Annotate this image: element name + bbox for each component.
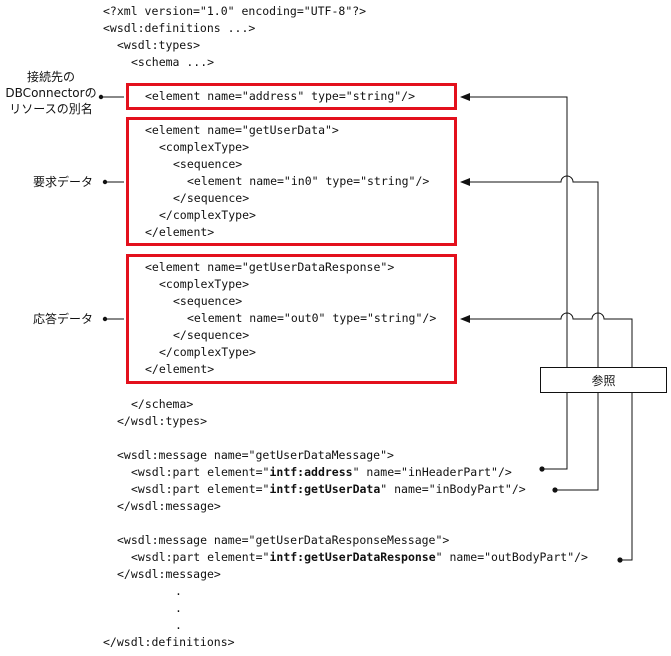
- out0-element-line: <element name="out0" type="string"/>: [187, 311, 437, 325]
- address-alias-dot: [98, 94, 104, 100]
- complextype-close-1: </complexType>: [159, 208, 256, 222]
- getuserdata-element-open: <element name="getUserData">: [145, 123, 339, 137]
- in0-element-line: <element name="in0" type="string"/>: [187, 174, 430, 188]
- response-data-dot: [102, 316, 108, 322]
- address-ref-line: [460, 93, 568, 470]
- address-element-box: [126, 83, 457, 110]
- response-data-box: [126, 254, 457, 384]
- part2-prefix: <wsdl:part element=": [131, 482, 270, 496]
- part1-suffix: " name="inHeaderPart"/>: [352, 465, 512, 479]
- message2-open-tag: <wsdl:message name="getUserDataResponseM…: [117, 533, 450, 547]
- schema-open-tag: <schema ...>: [131, 55, 215, 69]
- getuserdataresponse-ref-line: [460, 312, 633, 561]
- complextype-close-2: </complexType>: [159, 345, 256, 359]
- message1-close-tag: </wsdl:message>: [117, 499, 221, 513]
- reference-box: 参照: [540, 367, 667, 393]
- ellipsis-dot-3: .: [175, 618, 182, 632]
- definitions-close-tag: </wsdl:definitions>: [103, 635, 235, 649]
- ellipsis-dot-2: .: [175, 601, 182, 615]
- sequence-close-2: </sequence>: [173, 328, 250, 342]
- getuserdataresponse-element-open: <element name="getUserDataResponse">: [145, 260, 395, 274]
- part3-line: <wsdl:part element="intf:getUserDataResp…: [131, 549, 588, 566]
- address-element-line: <element name="address" type="string"/>: [145, 89, 416, 103]
- sequence-open-2: <sequence>: [173, 294, 243, 308]
- part1-line: <wsdl:part element="intf:address" name="…: [131, 464, 512, 481]
- part2-suffix: " name="inBodyPart"/>: [380, 482, 526, 496]
- element-close-1: </element>: [145, 225, 215, 239]
- part2-ref-dot: [552, 487, 558, 493]
- request-data-dot: [102, 179, 108, 185]
- schema-close-tag: </schema>: [131, 397, 194, 411]
- part3-ref-dot: [617, 557, 623, 563]
- xml-declaration: <?xml version="1.0" encoding="UTF-8"?>: [103, 4, 367, 18]
- part1-element-ref: intf:address: [269, 465, 353, 479]
- part2-element-ref: intf:getUserData: [269, 482, 381, 496]
- part1-ref-dot: [539, 466, 545, 472]
- part2-line: <wsdl:part element="intf:getUserData" na…: [131, 481, 526, 498]
- definitions-open-tag: <wsdl:definitions ...>: [103, 21, 256, 35]
- request-data-box: [126, 117, 457, 246]
- message1-open-tag: <wsdl:message name="getUserDataMessage">: [117, 448, 394, 462]
- types-open-tag: <wsdl:types>: [117, 38, 201, 52]
- ellipsis-dot-1: .: [175, 584, 182, 598]
- request-data-label: 要求データ: [32, 175, 93, 189]
- element-close-2: </element>: [145, 362, 215, 376]
- sequence-open-1: <sequence>: [173, 157, 243, 171]
- message2-close-tag: </wsdl:message>: [117, 567, 221, 581]
- complextype-open-1: <complexType>: [159, 140, 250, 154]
- sequence-close-1: </sequence>: [173, 191, 250, 205]
- part3-suffix: " name="outBodyPart"/>: [435, 550, 588, 564]
- part3-prefix: <wsdl:part element=": [131, 550, 270, 564]
- address-alias-label: 接続先の DBConnectorの リソースの別名: [5, 70, 97, 116]
- response-data-label: 応答データ: [32, 312, 93, 326]
- part1-prefix: <wsdl:part element=": [131, 465, 270, 479]
- types-close-tag: </wsdl:types>: [117, 414, 208, 428]
- reference-label: 参照: [591, 373, 616, 388]
- getuserdata-ref-line: [460, 175, 599, 491]
- complextype-open-2: <complexType>: [159, 277, 250, 291]
- part3-element-ref: intf:getUserDataResponse: [269, 550, 436, 564]
